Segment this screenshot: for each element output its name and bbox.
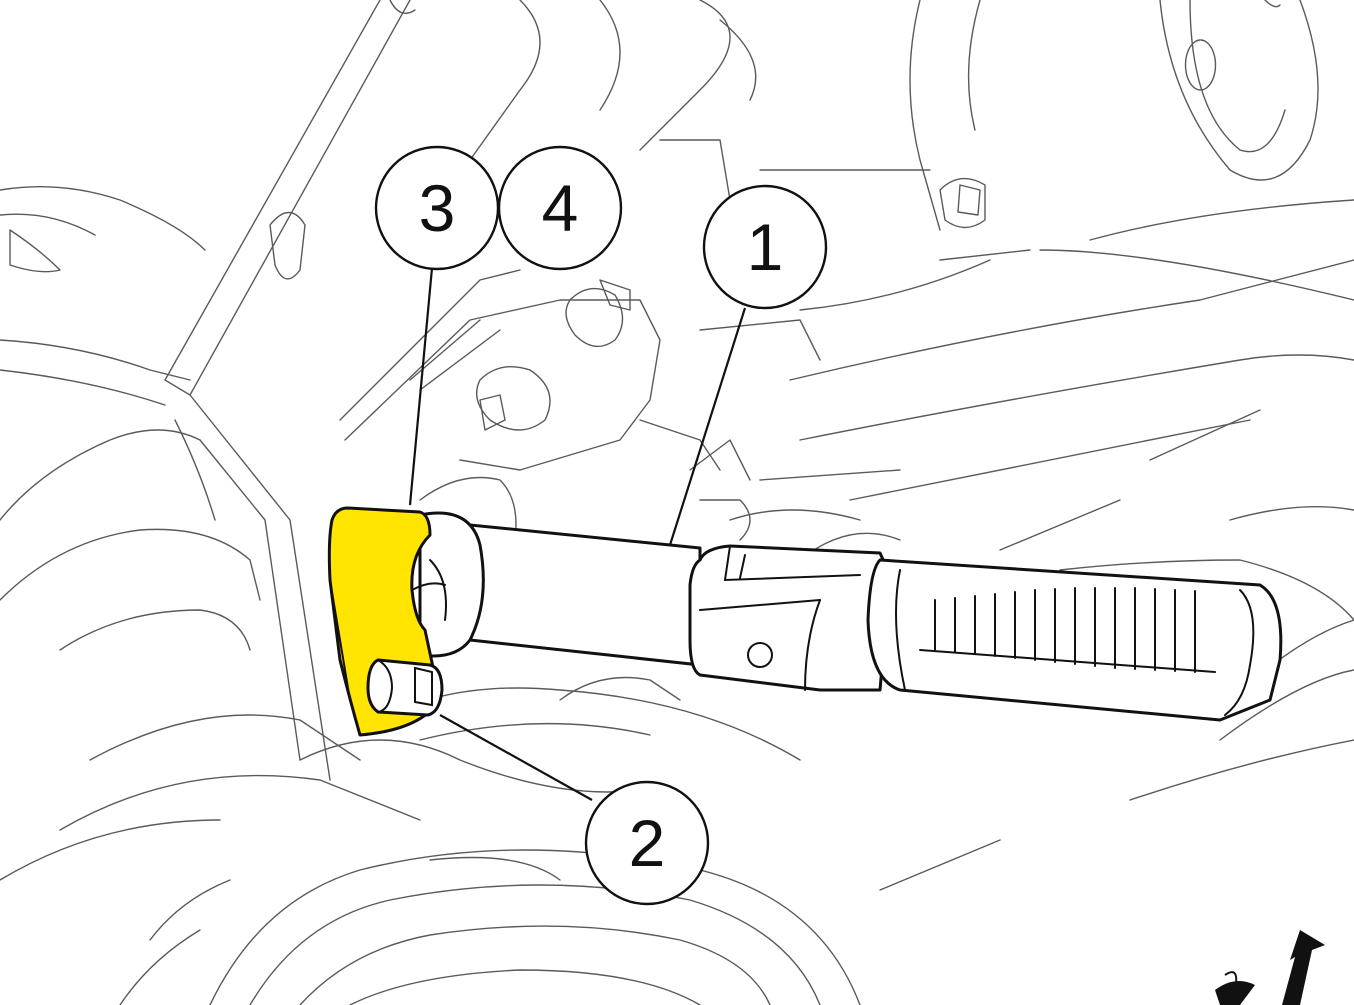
callout-4-label: 4 (542, 171, 579, 245)
callout-3-label: 3 (419, 171, 456, 245)
callout-1-label: 1 (747, 210, 784, 284)
leader-line-3 (408, 267, 434, 506)
callout-4: 4 (497, 145, 623, 271)
callout-2-label: 2 (629, 806, 666, 880)
leader-lines (408, 267, 747, 801)
callout-1: 1 (702, 184, 828, 310)
direction-arrow-icon (1215, 930, 1325, 1005)
footrest-grip-ribs (919, 587, 1216, 673)
bolt (366, 658, 444, 717)
callout-3: 3 (374, 145, 500, 271)
leader-line-2 (439, 714, 593, 801)
leader-line-1 (668, 307, 747, 546)
footrest (418, 511, 1283, 722)
callout-2: 2 (584, 780, 710, 906)
